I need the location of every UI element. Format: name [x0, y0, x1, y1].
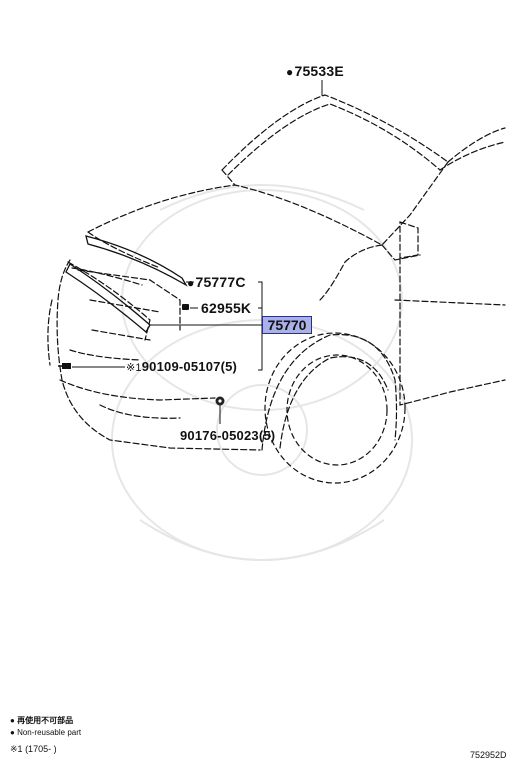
part-label-90176[interactable]: 90176-05023(5) — [180, 428, 276, 443]
bullet-icon: ● — [10, 716, 15, 725]
emblem-part — [65, 235, 188, 334]
part-label-75770-highlighted[interactable]: 75770 — [262, 316, 312, 334]
nut-icon — [215, 396, 225, 406]
screw-icon — [58, 363, 71, 369]
legend-line-japanese: ● 再使用不可部品 — [10, 716, 74, 725]
front-wheel — [264, 332, 406, 484]
diagram-code: 752952D — [470, 750, 507, 760]
car-outline — [47, 94, 506, 451]
legend-line-ref: ※1 (1705- ) — [10, 744, 57, 754]
part-label-75777c[interactable]: ●75777C — [187, 274, 246, 290]
part-label-75533e[interactable]: ●75533E — [286, 63, 344, 79]
part-label-90109[interactable]: ※190109-05107(5) — [126, 359, 238, 374]
part-label-62955k[interactable]: 62955K — [201, 300, 252, 316]
legend-line-english: ● Non-reusable part — [10, 728, 82, 737]
clip-icon — [182, 304, 189, 310]
bullet-icon: ● — [10, 728, 15, 737]
